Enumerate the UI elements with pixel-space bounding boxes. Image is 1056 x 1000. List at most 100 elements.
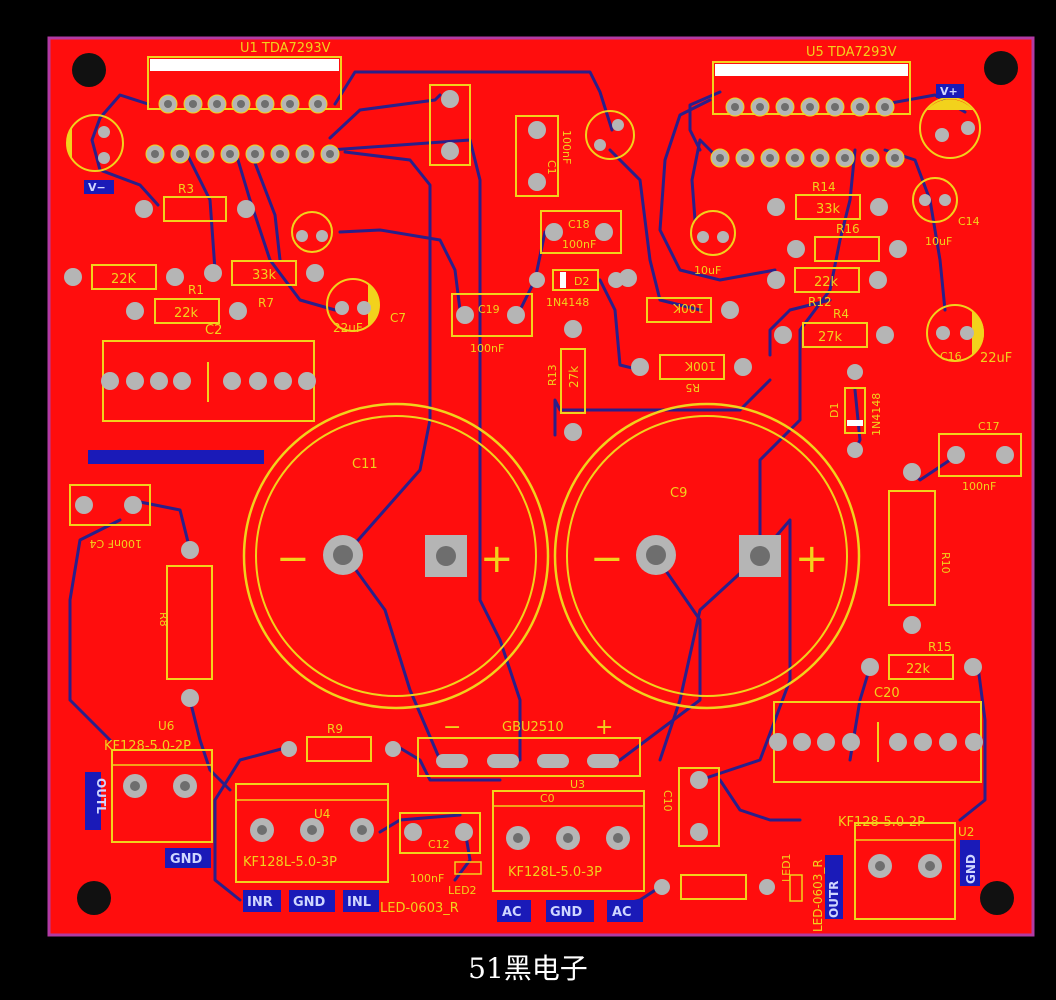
r13-label: R13 [546,364,559,386]
c9-capacitor: C9 − + [553,402,861,710]
c12-label: C12 [428,838,450,851]
c19-value: 100nF [470,342,504,355]
r15-value: 22k [906,662,931,677]
c1-value: 100nF [560,130,573,164]
c11-plus-sign: + [480,536,514,582]
tag-v-plus: V+ [940,85,958,98]
bridge-plus: + [595,715,613,740]
r5-label: R5 [685,381,700,394]
c12-value: 100nF [410,872,444,885]
c1-capacitor: C1 100nF [515,115,573,197]
r7-resistor: 33k R7 [204,260,324,310]
gbu2510-bridge-rectifier: GBU2510 − + U3 [417,715,641,791]
tag-ac-2: AC [612,905,632,920]
r8-label: R8 [157,612,170,627]
c18-value: 100nF [562,238,596,251]
c0-part: KF128L-5.0-3P [508,865,602,880]
tag-v-minus: V− [88,181,106,194]
r14-resistor: R14 33k [767,180,888,220]
c1-label: C1 [545,160,558,175]
u4-label: U4 [314,807,330,821]
r8-resistor: R8 [157,541,213,707]
r5-value: 100K [684,359,716,373]
r10-resistor: R10 [888,463,952,634]
c16-label: C16 [940,350,962,363]
tag-outl: OUTL [94,778,108,814]
u4-part: KF128L-5.0-3P [243,855,337,870]
c17-value: 100nF [962,480,996,493]
c5-electrolytic [291,211,333,253]
u3-label: U3 [570,778,585,791]
c11-minus-sign: − [276,536,310,582]
d1-label: D1 [828,403,841,418]
c7-value: 22uF [333,321,363,335]
r15-resistor: R15 22k [861,640,982,680]
r22k-left-resistor: 22K [64,264,184,290]
mounting-hole [980,881,1014,915]
c4-value: 100nF C4 [90,537,142,550]
mounting-hole [77,881,111,915]
tag-ac-1: AC [502,905,522,920]
u2-connector: KF128-5.0-2P U2 [838,815,974,920]
c14-value: 10uF [925,235,952,248]
r4-resistor: R4 27k [774,307,894,348]
r11-resistor: 100K [619,269,739,323]
u6-connector: U6 KF128-5.0-2P [104,719,213,843]
c12-capacitor: C12 100nF [399,812,481,885]
u2-part: KF128-5.0-2P [838,815,925,830]
c20-label: C20 [874,686,900,701]
c13-electrolytic: 10uF [690,210,736,277]
u5-label: U5 TDA7293V [806,45,897,60]
c18-label: C18 [568,218,590,231]
led1: LED1 LED-0603_R [780,853,825,932]
r10-label: R10 [939,552,952,574]
c11-label: C11 [352,457,378,472]
c0-connector: C0 KF128L-5.0-3P [492,790,645,892]
led2: LED2 LED-0603_R [380,861,482,916]
r12-resistor: 22k R12 [767,267,887,309]
d2-value: 1N4148 [546,296,589,309]
tag-outr: OUTR [827,881,841,918]
tag-gnd-ac: GND [550,905,583,920]
c3-electrolytic [66,114,124,172]
r9-label: R9 [327,722,343,736]
c19-capacitor: C19 100nF [451,293,533,355]
c16-electrolytic: C16 22uF [926,304,1012,366]
c20-film-capacitor: C20 [769,686,983,783]
led1-label: LED1 [780,853,793,882]
r1-value: 22k [174,306,199,321]
c18-capacitor: C18 100nF [540,210,622,254]
tag-gnd-right: GND [964,854,978,884]
c10-label: C10 [661,790,674,812]
r14-label: R14 [812,180,836,194]
u6-label: U6 [158,719,174,733]
r13-resistor: 27k R13 [546,320,586,441]
led2-part: LED-0603_R [380,901,459,916]
r22k-left-value: 22K [111,272,137,287]
u4-connector: U4 KF128L-5.0-3P [235,783,389,883]
r5-resistor: 100K R5 [631,354,752,394]
c16-value: 22uF [980,351,1012,366]
tag-gnd-mid: GND [293,895,326,910]
c14-electrolytic: C14 10uF [912,177,980,248]
r3-label: R3 [178,182,194,196]
r1-resistor: R1 22k [126,283,247,324]
c2-film-capacitor: C2 [101,323,316,422]
r9-resistor: R9 [281,722,401,762]
r13-value: 27k [567,366,581,388]
r12-label: R12 [808,295,832,309]
c2-label: C2 [205,323,222,338]
c15-electrolytic [585,110,635,160]
c9-minus-sign: − [590,536,624,582]
d1-value: 1N4148 [870,393,883,436]
net-tags: OUTL GND INR GND INL AC GND AC OUTR GND … [84,84,980,922]
r7-label: R7 [258,296,274,310]
c0-label: C0 [540,792,555,805]
c7-electrolytic: 22uF C7 [326,278,406,335]
r15-label: R15 [928,640,952,654]
c13-value: 10uF [694,264,721,277]
r4-value: 27k [818,330,843,345]
c14-label: C14 [958,215,980,228]
